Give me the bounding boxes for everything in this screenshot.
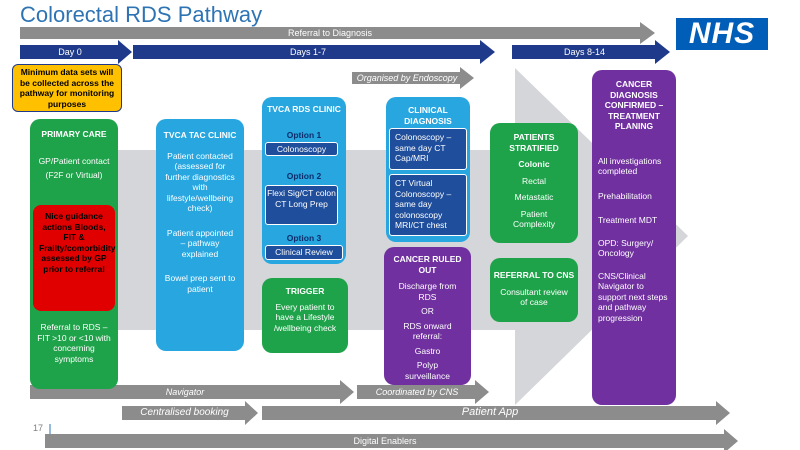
digital-enablers-label: Digital Enablers [353, 436, 417, 446]
trigger-heading: TRIGGER [285, 286, 325, 296]
stratified-heading: PATIENTS STRATIFIED [509, 132, 559, 153]
days1-7-label: Days 1-7 [289, 47, 326, 57]
confirmed-line1: All investigations completed [598, 155, 662, 177]
diagnosis-option-1: Colonoscopy – same day CT Cap/MRI [389, 128, 467, 170]
confirmed-line5: CNS/Clinical Navigator to support next s… [598, 270, 668, 323]
days1-7-arrow-shape [133, 40, 495, 64]
referral-cns-heading: REFERRAL TO CNS [493, 270, 575, 280]
option1-label: Option 1 [286, 130, 322, 140]
option2-box: Flexi Sig/CT colon CT Long Prep [265, 185, 338, 225]
stratified-colonic: Colonic [518, 159, 550, 169]
page-number: 17 [33, 423, 44, 433]
tac-clinic-para2: Patient appointed – pathway explained [166, 227, 234, 259]
primary-care-column: PRIMARY CARE GP/Patient contact (F2F or … [30, 119, 118, 389]
stratified-metastatic: Metastatic [514, 192, 554, 202]
nice-guidance-box: Nice guidance actions Bloods, FIT & Frai… [33, 205, 116, 311]
tac-clinic-para1: Patient contacted (assessed for further … [165, 150, 235, 214]
patient-app-arrow-shape [262, 401, 730, 425]
day0-label: Day 0 [58, 47, 82, 57]
stratified-complexity: Patient Complexity [512, 208, 556, 230]
ruled-out-line3: RDS onward referral: [403, 320, 452, 342]
trigger-box: TRIGGER Every patient to have a Lifestyl… [262, 278, 348, 353]
trigger-text: Every patient to have a Lifestyle /wellb… [273, 301, 337, 333]
stratified-rectal: Rectal [521, 175, 547, 186]
option2-label: Option 2 [286, 171, 322, 181]
background-chevron [30, 68, 688, 405]
tac-clinic-heading: TVCA TAC CLINIC [163, 130, 237, 140]
booking-arrow-shape [122, 401, 258, 425]
patient-app-label: Patient App [461, 406, 519, 418]
cancer-ruled-out-box: CANCER RULED OUT Discharge from RDS OR R… [384, 247, 471, 385]
days8-14-arrow-shape [512, 40, 670, 64]
primary-care-referral: Referral to RDS – FIT >10 or <10 with co… [37, 322, 111, 364]
tac-clinic-column: TVCA TAC CLINIC Patient contacted (asses… [156, 119, 244, 351]
coordinated-by-cns-label: Coordinated by CNS [375, 387, 459, 397]
option1-box: Colonoscopy [265, 142, 338, 156]
ruled-out-line2: OR [421, 306, 434, 316]
confirmed-line4: OPD: Surgery/ Oncology [598, 237, 654, 259]
cancer-confirmed-heading: CANCER DIAGNOSIS CONFIRMED – TREATMENT P… [604, 79, 664, 131]
cns-arrow-shape [357, 380, 489, 404]
confirmed-line3: Treatment MDT [598, 215, 658, 225]
ruled-out-line1: Discharge from RDS [398, 281, 457, 302]
clinical-diagnosis-column: CLINICAL DIAGNOSIS Colonoscopy – same da… [386, 97, 470, 242]
primary-care-heading: PRIMARY CARE [41, 129, 107, 139]
patients-stratified-box: PATIENTS STRATIFIED Colonic Rectal Metas… [490, 123, 578, 243]
diagnosis-option-2: CT Virtual Colonoscopy – same day colono… [389, 174, 467, 236]
rds-clinic-heading: TVCA RDS CLINIC [267, 104, 341, 114]
tac-clinic-para3: Bowel prep sent to patient [164, 273, 236, 294]
navigator-label: Navigator [165, 387, 205, 397]
referral-to-diagnosis-label: Referral to Diagnosis [287, 28, 373, 38]
ruled-out-line5: Polyp surveillance [405, 360, 450, 381]
referral-cns-text: Consultant review of case [500, 286, 568, 308]
ruled-out-line4: Gastro [414, 345, 441, 356]
clinical-diagnosis-heading: CLINICAL DIAGNOSIS [404, 105, 452, 126]
primary-care-contact: GP/Patient contact [38, 155, 110, 166]
endoscopy-arrow-shape [352, 67, 474, 89]
nhs-logo: NHS [676, 18, 768, 50]
cancer-ruled-out-heading: CANCER RULED OUT [393, 254, 462, 275]
option3-box: Clinical Review [265, 245, 343, 260]
referral-to-cns-box: REFERRAL TO CNS Consultant review of cas… [490, 258, 578, 322]
organised-by-endoscopy-label: Organised by Endoscopy [356, 73, 458, 83]
option3-label: Option 3 [286, 233, 322, 243]
page-title: Colorectal RDS Pathway [20, 2, 263, 27]
rds-clinic-column: TVCA RDS CLINIC Option 1 Colonoscopy Opt… [262, 97, 346, 264]
cancer-confirmed-column: CANCER DIAGNOSIS CONFIRMED – TREATMENT P… [592, 70, 676, 405]
referral-arrow-shape [20, 22, 655, 44]
minimum-data-box: Minimum data sets will be collected acro… [12, 64, 122, 112]
centralised-booking-label: Centralised booking [140, 407, 229, 418]
day0-arrow-shape [20, 40, 132, 64]
primary-care-mode: (F2F or Virtual) [45, 170, 103, 180]
confirmed-line2: Prehabilitation [598, 190, 652, 201]
digital-arrow-shape [45, 429, 738, 450]
days8-14-label: Days 8-14 [563, 47, 606, 57]
